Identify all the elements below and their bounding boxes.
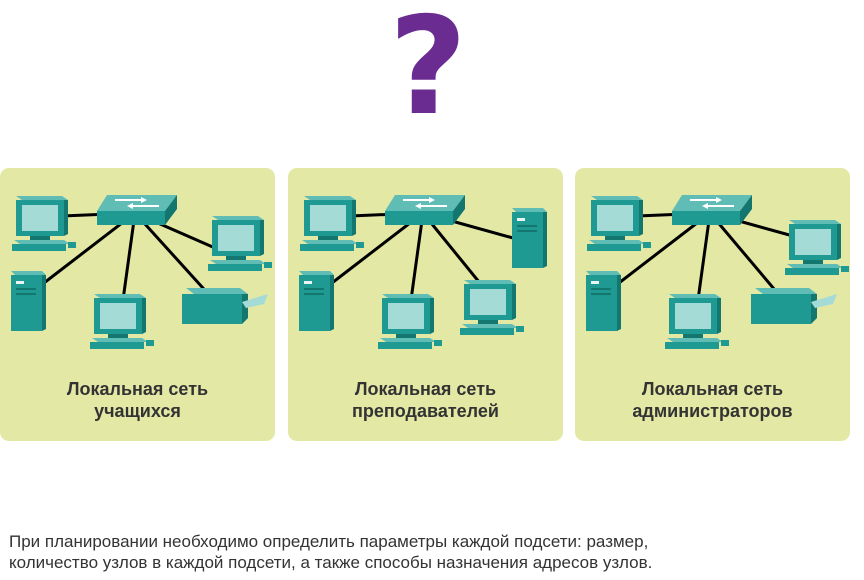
network-diagram — [586, 194, 849, 349]
caption-text: При планировании необходимо определить п… — [9, 532, 653, 572]
server-icon — [512, 208, 547, 268]
workstation-icon — [587, 196, 651, 251]
workstation-icon — [90, 294, 154, 349]
workstation-icon — [460, 280, 524, 335]
panel-label: Локальная сеть администраторов — [632, 379, 793, 421]
lan-panel-students: Локальная сеть учащихся — [0, 168, 275, 441]
server-icon — [11, 271, 46, 331]
network-diagram — [11, 194, 272, 349]
network-diagram — [299, 194, 547, 349]
printer-icon — [751, 288, 837, 324]
server-icon — [586, 271, 621, 331]
workstation-icon — [665, 294, 729, 349]
lan-panel-teachers: Локальная сеть преподавателей — [288, 168, 563, 441]
panel-label: Локальная сеть учащихся — [66, 379, 209, 421]
workstation-icon — [378, 294, 442, 349]
workstation-icon — [208, 216, 272, 271]
workstation-icon — [300, 196, 364, 251]
panel-label: Локальная сеть преподавателей — [352, 379, 499, 421]
printer-icon — [182, 288, 268, 324]
question-mark-icon: ? — [388, 0, 468, 145]
switch-icon — [384, 194, 466, 226]
switch-icon — [671, 194, 753, 226]
server-icon — [299, 271, 334, 331]
workstation-icon — [12, 196, 76, 251]
lan-panel-admins: Локальная сеть администраторов — [575, 168, 850, 441]
workstation-icon — [785, 220, 849, 275]
switch-icon — [96, 194, 178, 226]
